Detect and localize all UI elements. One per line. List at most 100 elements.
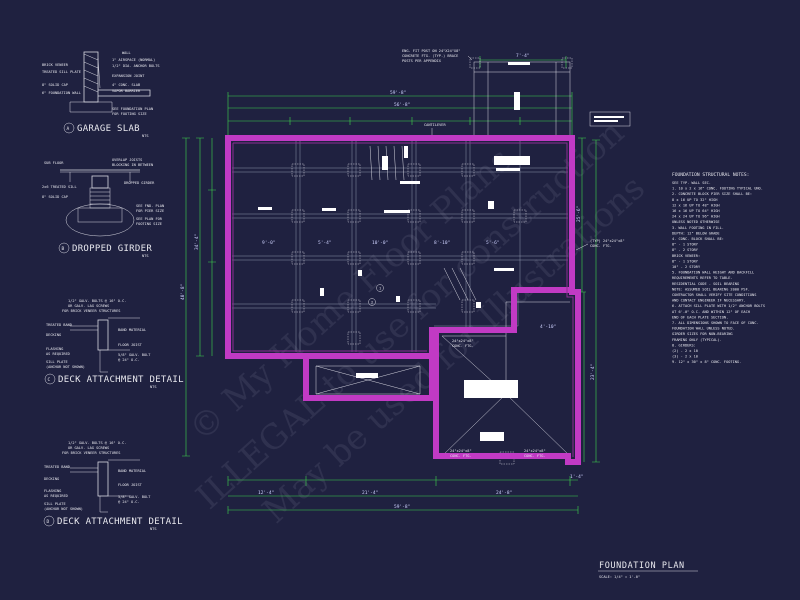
slab-a <box>98 89 151 97</box>
ftg-center-line1: 24"x24"x8" <box>452 339 474 343</box>
porch-beams <box>474 62 570 140</box>
pier <box>291 251 305 265</box>
detail-c-label: AS REQUIRED <box>46 352 70 356</box>
porch-outline <box>473 61 571 141</box>
detail-c-label: 5/8" GALV. BOLT <box>118 353 151 357</box>
detail-b-label: SEE PLAN FOR <box>136 217 163 221</box>
ftg-lower-right-line2: CONC. FTG. <box>524 454 546 458</box>
dim-text-int-a: 9'-0" <box>262 240 276 246</box>
detail-a-title: GARAGE SLAB <box>77 124 140 134</box>
detail-c-label: SILL PLATE <box>46 360 68 364</box>
notes-line: 4. CONC. BLOCK SHALL BE: <box>672 237 724 241</box>
sill-d <box>99 496 108 513</box>
detail-b-marker <box>58 242 70 254</box>
porch-post-note: ENG. FIT POST ON 24"X24"X8" CONCRETE FTG… <box>402 49 473 63</box>
detail-d-label: @ 24" O.C. <box>118 500 140 504</box>
girder-line <box>295 140 301 352</box>
pier <box>291 299 305 313</box>
notes-line: FOUNDATION WALL UNLESS NOTED. <box>672 327 735 331</box>
detail-d-marker <box>43 515 55 527</box>
pier-b <box>89 187 111 209</box>
girder-b <box>91 175 109 189</box>
girder-line <box>465 140 471 328</box>
pier <box>461 209 475 223</box>
girder-tag <box>488 201 494 209</box>
dim-text-bottom-left: 12'-4" <box>258 490 274 496</box>
detail-a-label: EXPANSION JOINT <box>112 74 145 78</box>
garage <box>441 301 571 465</box>
notes-line: NOTE: ASSUMED SOIL BEARING 2000 PSF. <box>672 287 750 291</box>
detail-c-label: FLOOR JOIST <box>118 343 143 347</box>
notes-line: 7. ALL DIMENSIONS SHOWN TO FACE OF CONC. <box>672 321 759 325</box>
detail-c-label: BAND MATERIAL <box>118 328 146 332</box>
detail-a-labels: WALL 1" AIRSPACE (NORMAL) 1/2" DIA. ANCH… <box>42 51 160 116</box>
detail-dropped-girder: SUB FLOOR OVERLAP JOISTS BLOCKING IN BET… <box>42 158 164 258</box>
detail-d-label: AS REQUIRED <box>44 494 68 498</box>
notes-line: UNLESS NOTED OTHERWISE <box>672 220 720 224</box>
detail-d-label: FOR BRICK VENEER STRUCTURES <box>62 451 120 455</box>
dim-text-bottom-mid: 21'-4" <box>362 490 378 496</box>
notes-line: (2) - 2 x 10 <box>672 349 698 353</box>
detail-c-label: TREATED BAND <box>46 323 72 327</box>
notes-line: AT 6'-0" O.C. AND WITHIN 12" OF EACH <box>672 310 750 314</box>
pier <box>347 251 361 265</box>
girder-line <box>232 213 568 219</box>
structural-notes: FOUNDATION STRUCTURAL NOTES: SEE TYP. WA… <box>672 172 765 364</box>
notes-line: RESIDENTIAL CODE - SOIL BEARING <box>672 282 739 286</box>
porch-beam-tag <box>514 92 520 110</box>
dimension-texts: 59'-8" 56'-8" 7'-4" 40'-8" 34'-4" 25'-6"… <box>180 53 596 510</box>
interior-framing <box>232 140 568 352</box>
detail-a-label: SEE FOUNDATION PLAN <box>112 107 153 111</box>
notes-line: 8 x 16 UP TO 32" HIGH <box>672 198 717 202</box>
detail-b-scale: NTS <box>142 254 149 258</box>
detail-c-label: OR GALV. LAG SCREWS <box>68 304 109 308</box>
dim-text-top-main: 56'-8" <box>394 102 410 108</box>
plan-scale: SCALE: 1/4" = 1'-0" <box>599 575 640 579</box>
detail-b-label: 8" SOLID CAP <box>42 195 68 199</box>
detail-a-label: 4" CONC. SLAB <box>112 83 140 87</box>
detail-b-label: FOR PIER SIZE <box>136 209 164 213</box>
porch-post-footing <box>561 57 573 69</box>
wall-hatch-a <box>83 53 99 93</box>
pier <box>407 251 421 265</box>
dim-text-int-e: 5'-6" <box>486 240 500 246</box>
notes-line: FRAMING ONLY (TYPICAL). <box>672 338 722 342</box>
plan-title: FOUNDATION PLAN <box>599 561 685 571</box>
dim-text-left-main: 34'-4" <box>194 234 200 250</box>
pier <box>347 209 361 223</box>
notes-line: 9. 12" x 30" x 8" CONC. FOOTING. <box>672 360 741 364</box>
garage-slab-tag <box>464 380 518 398</box>
grid-markers: 1 2 <box>368 284 384 306</box>
grid-marker-1 <box>376 284 384 292</box>
dim-top-strings <box>228 117 572 125</box>
detail-d-label: DECKING <box>44 477 59 481</box>
detail-c-scale: NTS <box>150 385 157 389</box>
girder-tag <box>494 268 514 271</box>
girder-tag <box>396 296 400 302</box>
footing-callouts: (TYP) 24"x24"x8" CONC. FTG. 24"x24"x8" C… <box>450 239 625 458</box>
porch-post-note-line: ENG. FIT POST ON 24"X24"X8" <box>402 49 460 53</box>
ftg-right-line2: CONC. FTG. <box>590 244 612 248</box>
decking-c <box>70 325 98 331</box>
notes-line: 8" - 1 STORY <box>672 243 699 247</box>
girder-tag <box>476 302 481 308</box>
detail-d-title: DECK ATTACHMENT DETAIL <box>57 517 183 527</box>
foundation-wall-inner-line <box>232 142 574 457</box>
pier <box>347 299 361 313</box>
pier <box>407 209 421 223</box>
detail-b-label: SUB FLOOR <box>44 161 64 165</box>
pier <box>461 251 475 265</box>
footing-b <box>65 203 135 237</box>
notes-line: AND CONTACT ENGINEER IF NECESSARY. <box>672 299 746 303</box>
detail-d-label: (ANCHOR NOT SHOWN) <box>44 507 83 511</box>
notes-line: DEPTH: 12" BELOW GRADE <box>672 231 720 235</box>
pier <box>291 163 305 177</box>
girder-tag <box>496 168 520 171</box>
front-stoop <box>315 365 421 395</box>
decking-d <box>70 467 98 473</box>
notes-line: 12 x 16 UP TO 48" HIGH <box>672 203 720 207</box>
grid-marker-2-label: 2 <box>371 301 373 305</box>
stoop-cross <box>315 365 421 395</box>
notes-line: GIRDER SIZES FOR NON-BEARING <box>672 332 733 336</box>
girder-tag <box>404 146 408 158</box>
